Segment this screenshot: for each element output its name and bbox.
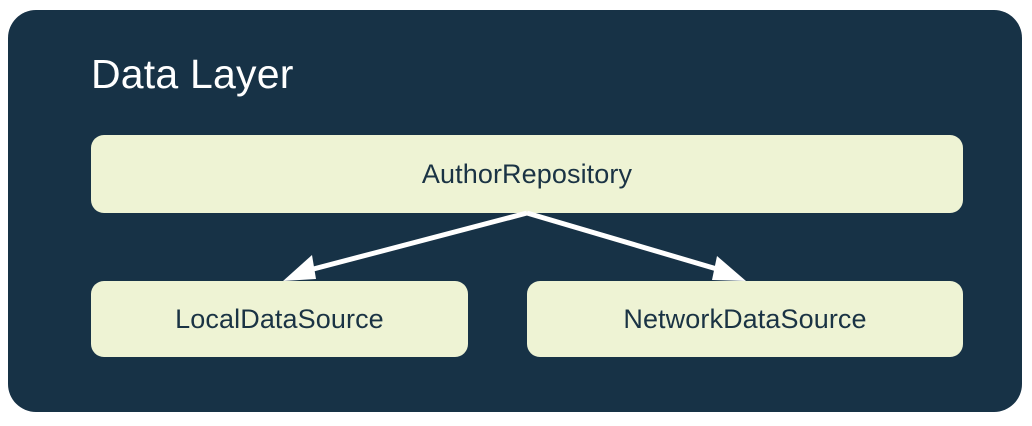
node-author-repository-label: AuthorRepository <box>421 159 633 189</box>
node-local-data-source-label: LocalDataSource <box>175 304 384 334</box>
node-network-data-source[interactable]: NetworkDataSource <box>527 281 963 357</box>
node-local-data-source[interactable]: LocalDataSource <box>91 281 468 357</box>
node-network-data-source-label: NetworkDataSource <box>623 304 867 334</box>
node-author-repository[interactable]: AuthorRepository <box>91 135 963 213</box>
page-title: Data Layer <box>91 51 294 97</box>
